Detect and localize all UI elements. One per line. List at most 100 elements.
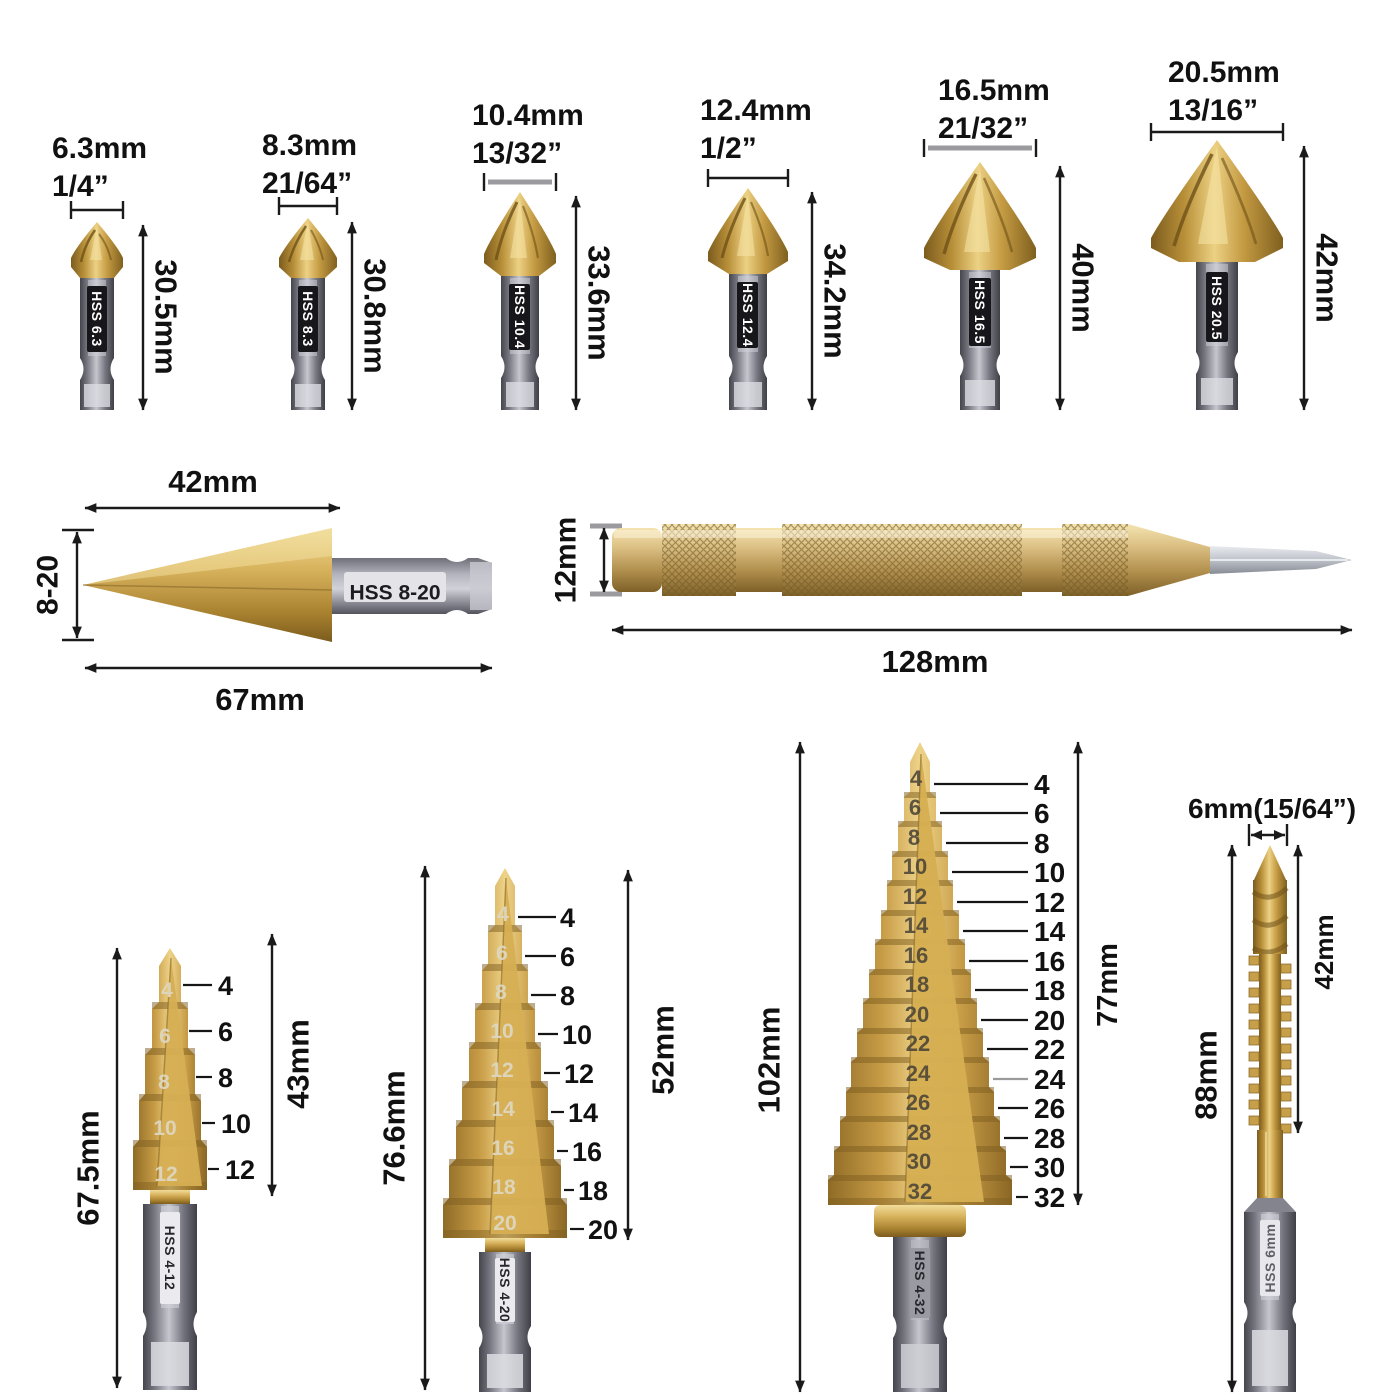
step-callout: 10 (1034, 857, 1065, 888)
shank-label-plate (87, 286, 107, 352)
step-callout: 32 (1034, 1182, 1065, 1213)
countersink-bit-6: 20.5mm 13/16” HSS 20.5 42mm (1149, 56, 1345, 411)
diameter-label-mm: 8.3mm (262, 129, 357, 162)
etched-step: 20 (493, 1212, 516, 1235)
shank-marking: HSS 4-20 (497, 1258, 513, 1323)
etched-step: 12 (903, 884, 927, 909)
etched-step: 14 (491, 1098, 515, 1121)
shank-marking: HSS 16.5 (972, 280, 988, 344)
width-dimension (706, 169, 790, 187)
step-callout: 8 (218, 1063, 233, 1093)
range-label: 8-20 (32, 555, 65, 615)
etched-step: 6 (909, 795, 921, 820)
diameter-label-inch: 13/32” (472, 137, 562, 170)
etched-step: 4 (497, 903, 509, 926)
cone-drill-bit: 42mm 8-20 HSS 8-20 67mm (32, 464, 493, 717)
etched-step: 4 (161, 979, 173, 1002)
diameter-label-mm: 20.5mm (1168, 56, 1280, 89)
countersink-bit-1: 6.3mm 1/4” HSS 6.3 30.5mm (52, 132, 184, 411)
step-callout: 22 (1034, 1034, 1065, 1065)
total-length-label: 67mm (215, 682, 305, 717)
step-callout: 12 (564, 1059, 594, 1089)
step-callout: 16 (1034, 946, 1065, 977)
shank-marking: HSS 4-12 (162, 1226, 178, 1291)
etched-step: 18 (492, 1176, 516, 1199)
punch-band-1 (736, 528, 782, 592)
etched-step: 8 (495, 981, 507, 1004)
step-callout: 14 (1034, 916, 1066, 947)
length-label: 42mm (1310, 233, 1345, 323)
shank-marking: HSS 20.5 (1209, 276, 1225, 340)
drill-tip (1253, 845, 1287, 882)
etched-step: 12 (154, 1163, 177, 1186)
step-callout: 4 (1034, 769, 1050, 800)
punch-cap (612, 528, 662, 592)
shank-label-plate (910, 1248, 930, 1318)
collar (150, 1190, 190, 1204)
step-callout: 6 (1034, 798, 1050, 829)
etched-step: 22 (906, 1031, 930, 1056)
length-label: 34.2mm (818, 243, 853, 358)
punch-band-2 (1022, 528, 1062, 592)
length-label: 30.5mm (149, 259, 184, 374)
width-dimension (922, 139, 1038, 157)
step-callout: 18 (578, 1176, 608, 1206)
total-length-label: 102mm (752, 1007, 787, 1114)
diameter-label-mm: 10.4mm (472, 99, 584, 132)
range-dimension (62, 528, 94, 642)
step-drill-4-20: 76.6mm 4 6 8 10 12 14 16 18 20 4 6 8 10 … (377, 865, 681, 1392)
etched-step: 12 (490, 1059, 513, 1082)
etched-step: 26 (906, 1090, 930, 1115)
flute-face (905, 754, 984, 1202)
etched-step: 4 (910, 766, 923, 791)
diameter-label-mm: 16.5mm (938, 74, 1050, 107)
step-callout: 6 (560, 942, 575, 972)
step-section-label: 43mm (281, 1019, 316, 1109)
diameter-label: 6mm(15/64”) (1188, 793, 1356, 824)
shank-marking: HSS 12.4 (740, 283, 756, 347)
step-callout: 4 (560, 903, 575, 933)
countersink-bit-4: 12.4mm 1/2” HSS 12.4 34.2mm (700, 94, 853, 411)
flute-face (490, 878, 549, 1234)
countersink-bit-3: 10.4mm 13/32” HSS 10.4 33.6mm (472, 99, 617, 411)
step-callout: 20 (588, 1215, 618, 1245)
step-callout: 10 (221, 1109, 251, 1139)
length-label: 30.8mm (358, 258, 393, 373)
shank-label-plate (969, 278, 991, 346)
total-length-label: 67.5mm (71, 1110, 106, 1225)
etched-step: 28 (907, 1120, 931, 1145)
etched-step: 8 (908, 825, 920, 850)
step-section-label: 77mm (1092, 943, 1124, 1027)
plain-shaft (1257, 1130, 1283, 1198)
step-callout: 28 (1034, 1123, 1065, 1154)
step-callout: 12 (225, 1155, 255, 1185)
step-callout: 4 (218, 971, 233, 1001)
step-section-label: 52mm (646, 1005, 681, 1095)
shank-label-plate (737, 282, 758, 348)
step-drill-4-12: 67.5mm 4 6 8 10 12 4 6 8 10 12 43mm HSS … (71, 933, 316, 1390)
diameter-label-inch: 13/16” (1168, 94, 1258, 127)
etched-step: 20 (905, 1002, 929, 1027)
diameter-label-inch: 1/4” (52, 170, 109, 203)
length-label: 40mm (1066, 243, 1101, 333)
diameter-label-inch: 21/64” (262, 167, 352, 200)
shank-marking: HSS 6mm (1262, 1224, 1278, 1293)
countersink-bit-5: 16.5mm 21/32” HSS 16.5 40mm (922, 74, 1101, 411)
step-callout: 20 (1034, 1005, 1065, 1036)
shank-chamfer (1244, 1198, 1296, 1212)
saw-tooth-core (1259, 954, 1281, 1130)
step-callout: 8 (1034, 828, 1050, 859)
cone-length-label: 42mm (168, 464, 258, 499)
step-callout: 24 (1034, 1064, 1066, 1095)
total-length-label: 76.6mm (377, 1070, 412, 1185)
step-callout: 12 (1034, 887, 1065, 918)
etched-step: 16 (904, 943, 928, 968)
shank-label-plate (298, 286, 318, 352)
diameter-label-mm: 6.3mm (52, 132, 147, 165)
etched-step: 32 (908, 1179, 932, 1204)
etched-step: 24 (906, 1061, 931, 1086)
width-dimension (69, 201, 125, 219)
center-punch: 12mm 128mm (550, 517, 1353, 679)
shank-label-plate (509, 284, 530, 350)
